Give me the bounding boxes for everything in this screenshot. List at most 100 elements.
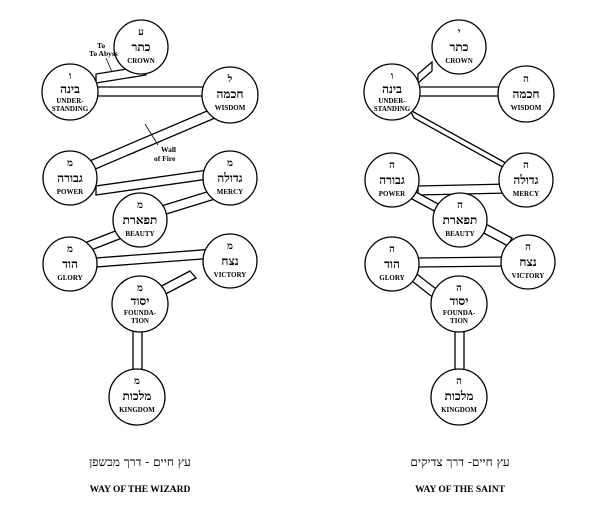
saint-node-glory: ה הוד GLORY [364,236,420,292]
path-mercy-beauty [157,190,216,216]
node-letter: ה [523,74,529,85]
node-english: BEAUTY [445,230,474,238]
node-hebrew: בינה [60,82,80,96]
node-letter: ה [389,160,395,171]
node-letter: ה [523,160,529,171]
saint-caption-hebrew: עץ חיים- דרך צדיקים [410,455,509,469]
node-english: VICTORY [512,272,545,280]
node-hebrew: חכמה [217,87,244,101]
node-english: GLORY [379,274,404,282]
node-circle [497,65,555,123]
node-hebrew: גבורה [57,171,83,185]
path-crown-understanding [417,60,433,85]
node-letter: ה [457,200,463,211]
path-glory-victory [95,248,216,268]
wizard-node-kingdom: מ מלכות KINGDOM [108,368,166,426]
node-english: FOUNDA- [124,309,157,317]
saint-node-foundation: ה יסוד FOUNDA- TION [430,275,488,333]
node-english: CROWN [445,57,473,65]
node-hebrew: כתר [449,40,468,54]
node-english: MERCY [217,188,243,196]
node-english: FOUNDA- [443,309,476,317]
wizard-node-power: מ גבורה POWER [42,150,98,206]
node-hebrew: נצח [519,255,536,269]
node-circle [363,63,421,121]
node-hebrew: נצח [221,254,238,268]
node-letter: ו [69,71,72,82]
saint-node-beauty: ה תפארת BEAUTY [432,192,488,248]
node-letter: ה [456,283,462,294]
node-english: WISDOM [215,104,246,112]
wall-pointer [144,123,159,146]
node-english: GLORY [57,274,82,282]
path-understanding-mercy [408,108,510,172]
wizard-node-victory: מ נצח VICTORY [202,233,258,289]
node-letter: מ [137,283,143,294]
node-letter: מ [137,200,143,211]
node-english: STANDING [374,105,411,113]
node-circle [201,66,259,124]
node-english: VICTORY [214,271,247,279]
node-hebrew: חכמה [513,87,540,101]
node-hebrew: יסוד [131,294,150,308]
node-hebrew: הוד [384,257,400,271]
node-hebrew: גדולה [513,173,538,187]
node-letter: מ [227,241,233,252]
node-letter: ל [227,73,233,85]
node-english: WISDOM [511,104,542,112]
node-hebrew: מלכות [445,389,474,403]
path-glory-victory [417,256,513,268]
path-understanding-wisdom [417,86,501,97]
node-circle [41,63,99,121]
wizard-caption-english: WAY OF THE WIZARD [90,485,191,495]
wizard-node-glory: מ הוד GLORY [42,236,98,292]
node-letter: מ [134,376,140,387]
node-english: POWER [379,190,406,198]
node-hebrew: יסוד [450,294,469,308]
wizard-node-crown: ע כתר CROWN [113,19,169,75]
node-english: CROWN [127,57,155,65]
node-circle [430,275,488,333]
wizard-node-understanding: ו בינה UNDER- STANDING [41,63,99,121]
node-letter: מ [227,158,233,169]
path-foundation-kingdom [454,329,465,373]
node-circle [111,275,169,333]
node-letter: מ [67,158,73,169]
node-hebrew: מלכות [123,389,152,403]
path-foundation-kingdom [132,329,143,373]
wizard-node-foundation: מ יסוד FOUNDA- TION [111,275,169,333]
wizard-node-wisdom: ל חכמה WISDOM [201,66,259,124]
node-english: MERCY [513,190,539,198]
node-circle [202,150,258,206]
abyss-label: To Abyss [89,49,118,58]
node-hebrew: תפארת [443,213,478,227]
node-circle [364,236,420,292]
saint-node-crown: י כתר CROWN [431,19,487,75]
node-circle [364,152,420,208]
node-letter: ה [525,242,531,253]
node-english: POWER [57,188,84,196]
node-hebrew: הוד [62,257,78,271]
abyss-pointer [105,57,113,73]
wizard-node-mercy: מ גדולה MERCY [202,150,258,206]
node-circle [500,234,556,290]
wizard-tree: ע כתר CROWN ו בינה UNDER- STANDING ל חכמ… [41,19,259,495]
path-understanding-wisdom [95,86,216,97]
node-english: BEAUTY [125,230,154,238]
saint-node-mercy: ה גדולה MERCY [498,152,554,208]
node-circle [431,19,487,75]
node-circle [42,150,98,206]
saint-tree: י כתר CROWN ו בינה UNDER- STANDING ה חכמ… [363,19,556,495]
saint-node-kingdom: ה מלכות KINGDOM [430,368,488,426]
saint-node-understanding: ו בינה UNDER- STANDING [363,63,421,121]
node-hebrew: תפארת [123,213,158,227]
saint-node-wisdom: ה חכמה WISDOM [497,65,555,123]
node-circle [112,192,168,248]
saint-node-power: ה גבורה POWER [364,152,420,208]
node-english: KINGDOM [119,406,155,414]
wall-of-fire-annotation: Wall of Fire [144,123,176,163]
wizard-node-beauty: מ תפארת BEAUTY [112,192,168,248]
node-hebrew: כתר [131,40,150,54]
